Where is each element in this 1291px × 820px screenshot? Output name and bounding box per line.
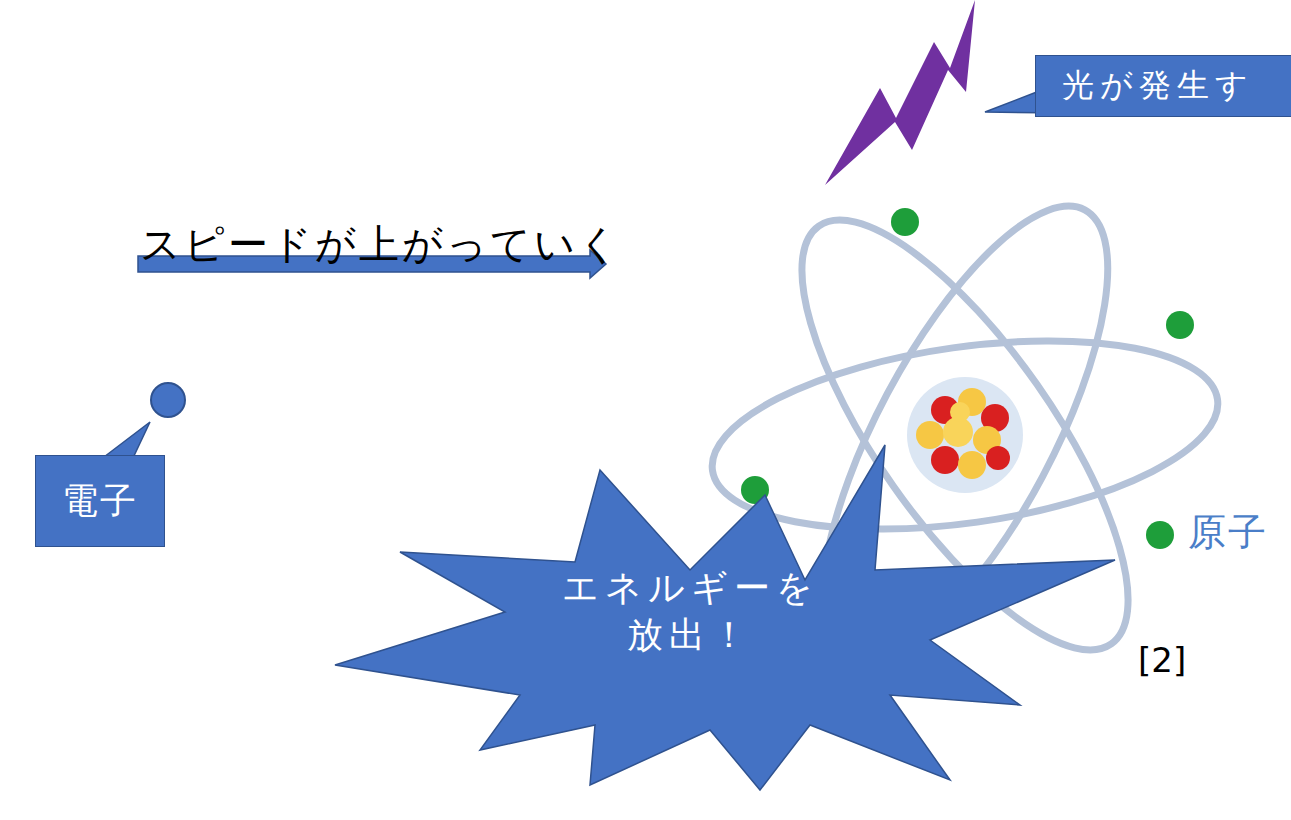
callout-number: [2]	[1138, 640, 1186, 681]
electron-callout: 電子	[35, 455, 165, 547]
atom-label: 原子	[1185, 510, 1271, 556]
orbit-electron	[1146, 521, 1174, 549]
neutron	[916, 421, 944, 449]
lightning-bolt	[825, 0, 975, 185]
proton	[986, 446, 1010, 470]
orbit	[700, 312, 1230, 557]
light-callout: 光が発生す	[1035, 55, 1291, 117]
electron-dot	[151, 383, 185, 417]
nucleus-halo	[907, 377, 1023, 493]
neutron	[958, 451, 986, 479]
node-text: 電子	[62, 478, 138, 525]
energy-starburst: エネルギーを 放出！	[330, 440, 1120, 795]
starburst-outline	[335, 445, 1115, 790]
orbit-electron	[891, 208, 919, 236]
proton	[931, 446, 959, 474]
node-text: 光が発生す	[1062, 65, 1254, 107]
neutron	[950, 402, 970, 422]
nucleus	[907, 377, 1023, 493]
node-text: エネルギーを 放出！	[545, 565, 835, 659]
atom-electrons	[741, 208, 1194, 549]
orbit-electron	[1166, 311, 1194, 339]
speed-label: スピードが上がっていく	[140, 220, 622, 268]
